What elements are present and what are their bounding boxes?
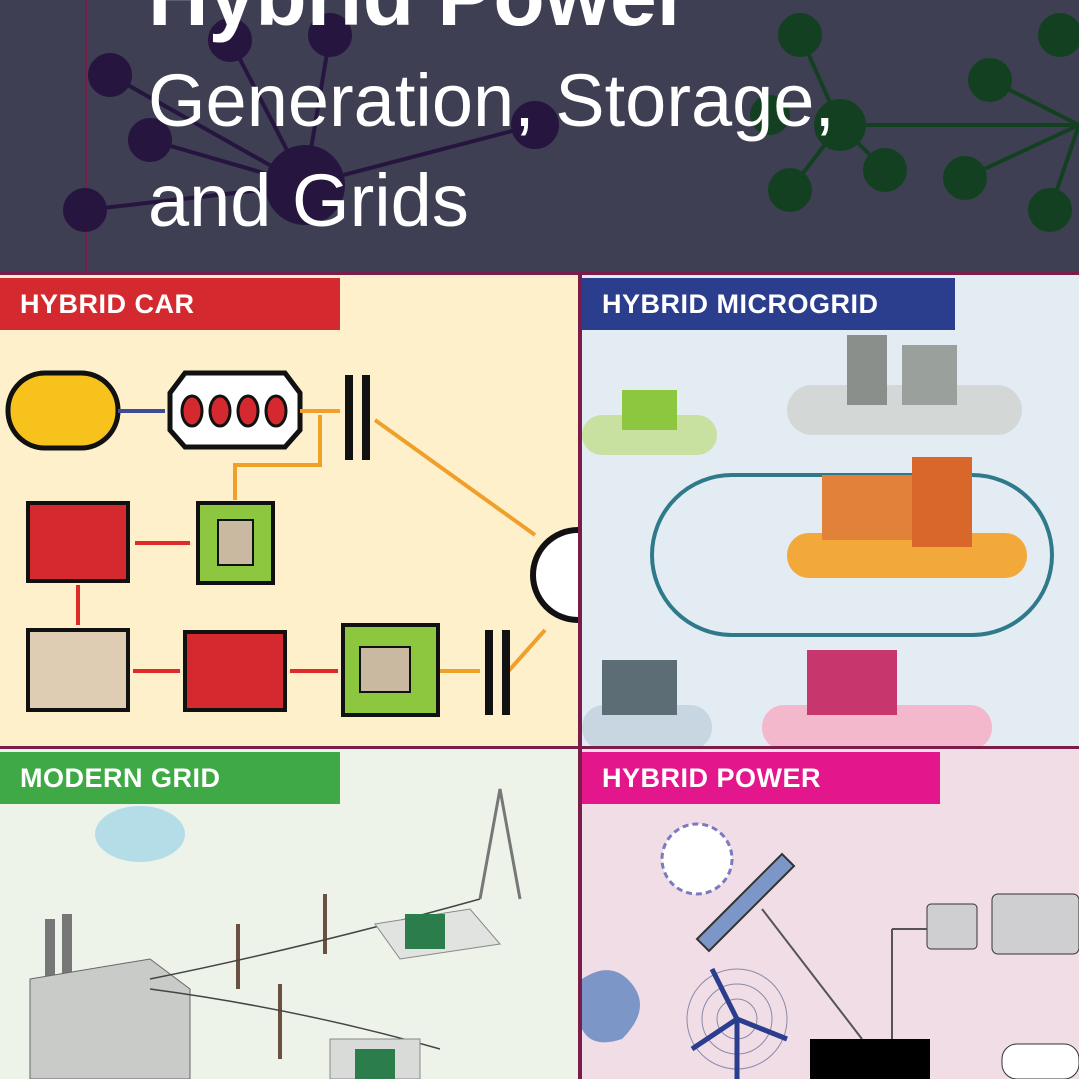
- cover-header: Hybrid Power Generation, Storage, and Gr…: [0, 0, 1079, 272]
- hybrid-car-diagram: [5, 370, 578, 717]
- panel-hybrid-microgrid: HYBRID MICROGRID: [582, 275, 1079, 746]
- panel-label-hybrid-power: HYBRID POWER: [582, 752, 940, 804]
- microgrid-diagram: [582, 335, 1054, 746]
- panel-hybrid-car: HYBRID CAR: [0, 275, 578, 746]
- modern-grid-illustration: [29, 788, 522, 1079]
- network-graphic: [63, 0, 1079, 272]
- panel-modern-grid: MODERN GRID: [0, 749, 578, 1079]
- cover-title: Hybrid Power: [148, 0, 689, 45]
- panel-label-hybrid-microgrid: HYBRID MICROGRID: [582, 278, 955, 330]
- panel-label-modern-grid: MODERN GRID: [0, 752, 340, 804]
- panel-hybrid-power: HYBRID POWER: [582, 749, 1079, 1079]
- cover-subtitle-line1: Generation, Storage,: [148, 59, 835, 142]
- panel-label-hybrid-car: HYBRID CAR: [0, 278, 340, 330]
- cover-subtitle-line2: and Grids: [148, 159, 469, 242]
- hybrid-power-illustration: [582, 822, 1079, 1079]
